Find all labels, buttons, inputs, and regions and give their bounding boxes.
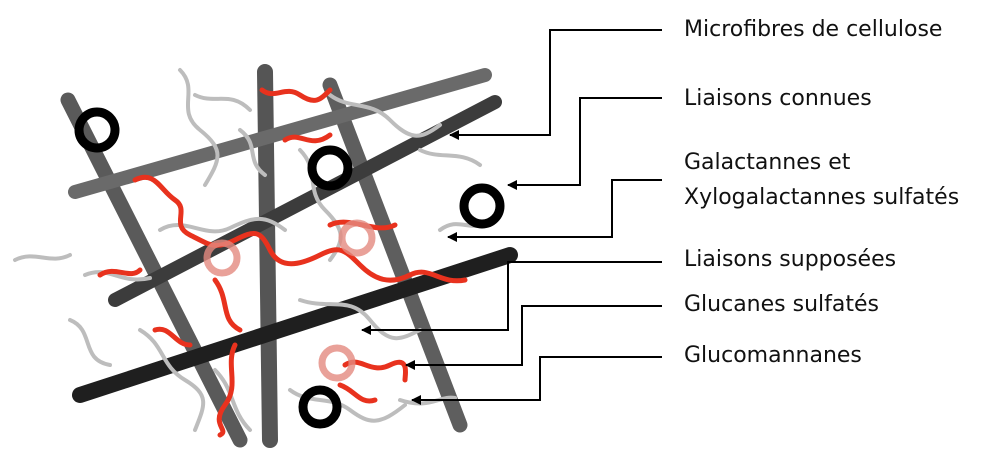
- microfibril-rod: [108, 95, 502, 307]
- microfibril-rod: [257, 64, 278, 448]
- leader-glucomannanes: [411, 356, 662, 405]
- supposed-linkage-ring: [338, 219, 376, 257]
- leader-liaisons-connues: [507, 97, 662, 190]
- microfibril-rod: [322, 77, 468, 433]
- label-galactannes-line1: Galactannes et: [684, 150, 851, 175]
- label-liaisons-supposees: Liaisons supposées: [684, 247, 897, 272]
- label-microfibres: Microfibres de cellulose: [684, 17, 943, 42]
- supposed-linkages: [203, 219, 376, 382]
- known-linkage-ring: [459, 183, 505, 229]
- known-linkage-ring: [307, 145, 353, 191]
- label-glucanes: Glucanes sulfatés: [684, 292, 879, 317]
- known-linkage-ring: [298, 385, 342, 429]
- known-linkages: [74, 107, 505, 429]
- cellulose-microfibrils: [60, 64, 518, 448]
- known-linkage-ring: [74, 107, 120, 153]
- leader-galactannes: [447, 179, 662, 242]
- microfibril-rod: [68, 68, 492, 199]
- leader-microfibres: [449, 29, 662, 140]
- microfibril-rod: [60, 92, 248, 448]
- leader-liaisons-supposees: [361, 261, 662, 335]
- supposed-linkage-ring: [203, 239, 241, 277]
- label-glucomannanes: Glucomannanes: [684, 343, 862, 368]
- leader-lines: [361, 29, 662, 405]
- leader-glucanes: [405, 305, 662, 370]
- supposed-linkage-ring: [318, 344, 356, 382]
- label-liaisons-connues: Liaisons connues: [684, 86, 872, 111]
- label-galactannes-line2: Xylogalactannes sulfatés: [684, 185, 960, 210]
